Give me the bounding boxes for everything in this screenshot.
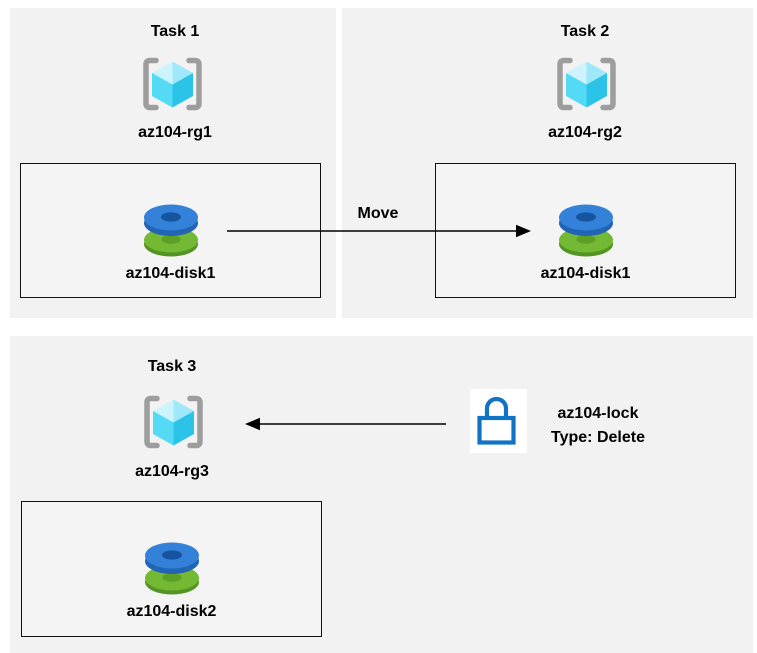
resource-group-label: az104-rg1 xyxy=(138,124,212,141)
resource-group-label: az104-rg3 xyxy=(135,463,209,480)
resource-group-icon xyxy=(556,57,617,111)
task1-disk-box: az104-disk1 xyxy=(20,163,321,298)
task3-disk-box: az104-disk2 xyxy=(21,501,322,637)
right-bracket-icon xyxy=(186,57,202,111)
lock-caption: az104-lock Type: Delete xyxy=(488,402,708,450)
task2-title: Task 2 xyxy=(560,23,610,40)
panel-task2: Task 2 az104-rg2 xyxy=(342,8,753,318)
lock-type-label: Type: Delete xyxy=(551,429,645,446)
left-bracket-icon xyxy=(143,57,159,111)
disk-icon xyxy=(144,541,200,595)
move-arrow-label: Move xyxy=(357,205,399,222)
disk-label: az104-disk1 xyxy=(540,265,631,282)
resource-group-icon xyxy=(143,395,204,449)
panel-task1: Task 1 az104-rg1 xyxy=(10,8,336,318)
right-bracket-icon xyxy=(187,395,203,449)
task3-title: Task 3 xyxy=(147,358,197,375)
disk-label: az104-disk1 xyxy=(125,265,216,282)
lock-icon xyxy=(470,389,527,453)
resource-group-label: az104-rg2 xyxy=(548,124,622,141)
disk-icon xyxy=(143,203,199,257)
task1-title: Task 1 xyxy=(150,23,200,40)
panel-task3: Task 3 az104-rg3 xyxy=(10,336,753,653)
disk-label: az104-disk2 xyxy=(126,603,217,620)
disk-icon xyxy=(558,203,614,257)
left-bracket-icon xyxy=(557,57,573,111)
right-bracket-icon xyxy=(600,57,616,111)
task2-disk-box: az104-disk1 xyxy=(435,163,736,298)
left-bracket-icon xyxy=(144,395,160,449)
lock-name-label: az104-lock xyxy=(557,405,639,422)
resource-group-icon xyxy=(142,57,203,111)
